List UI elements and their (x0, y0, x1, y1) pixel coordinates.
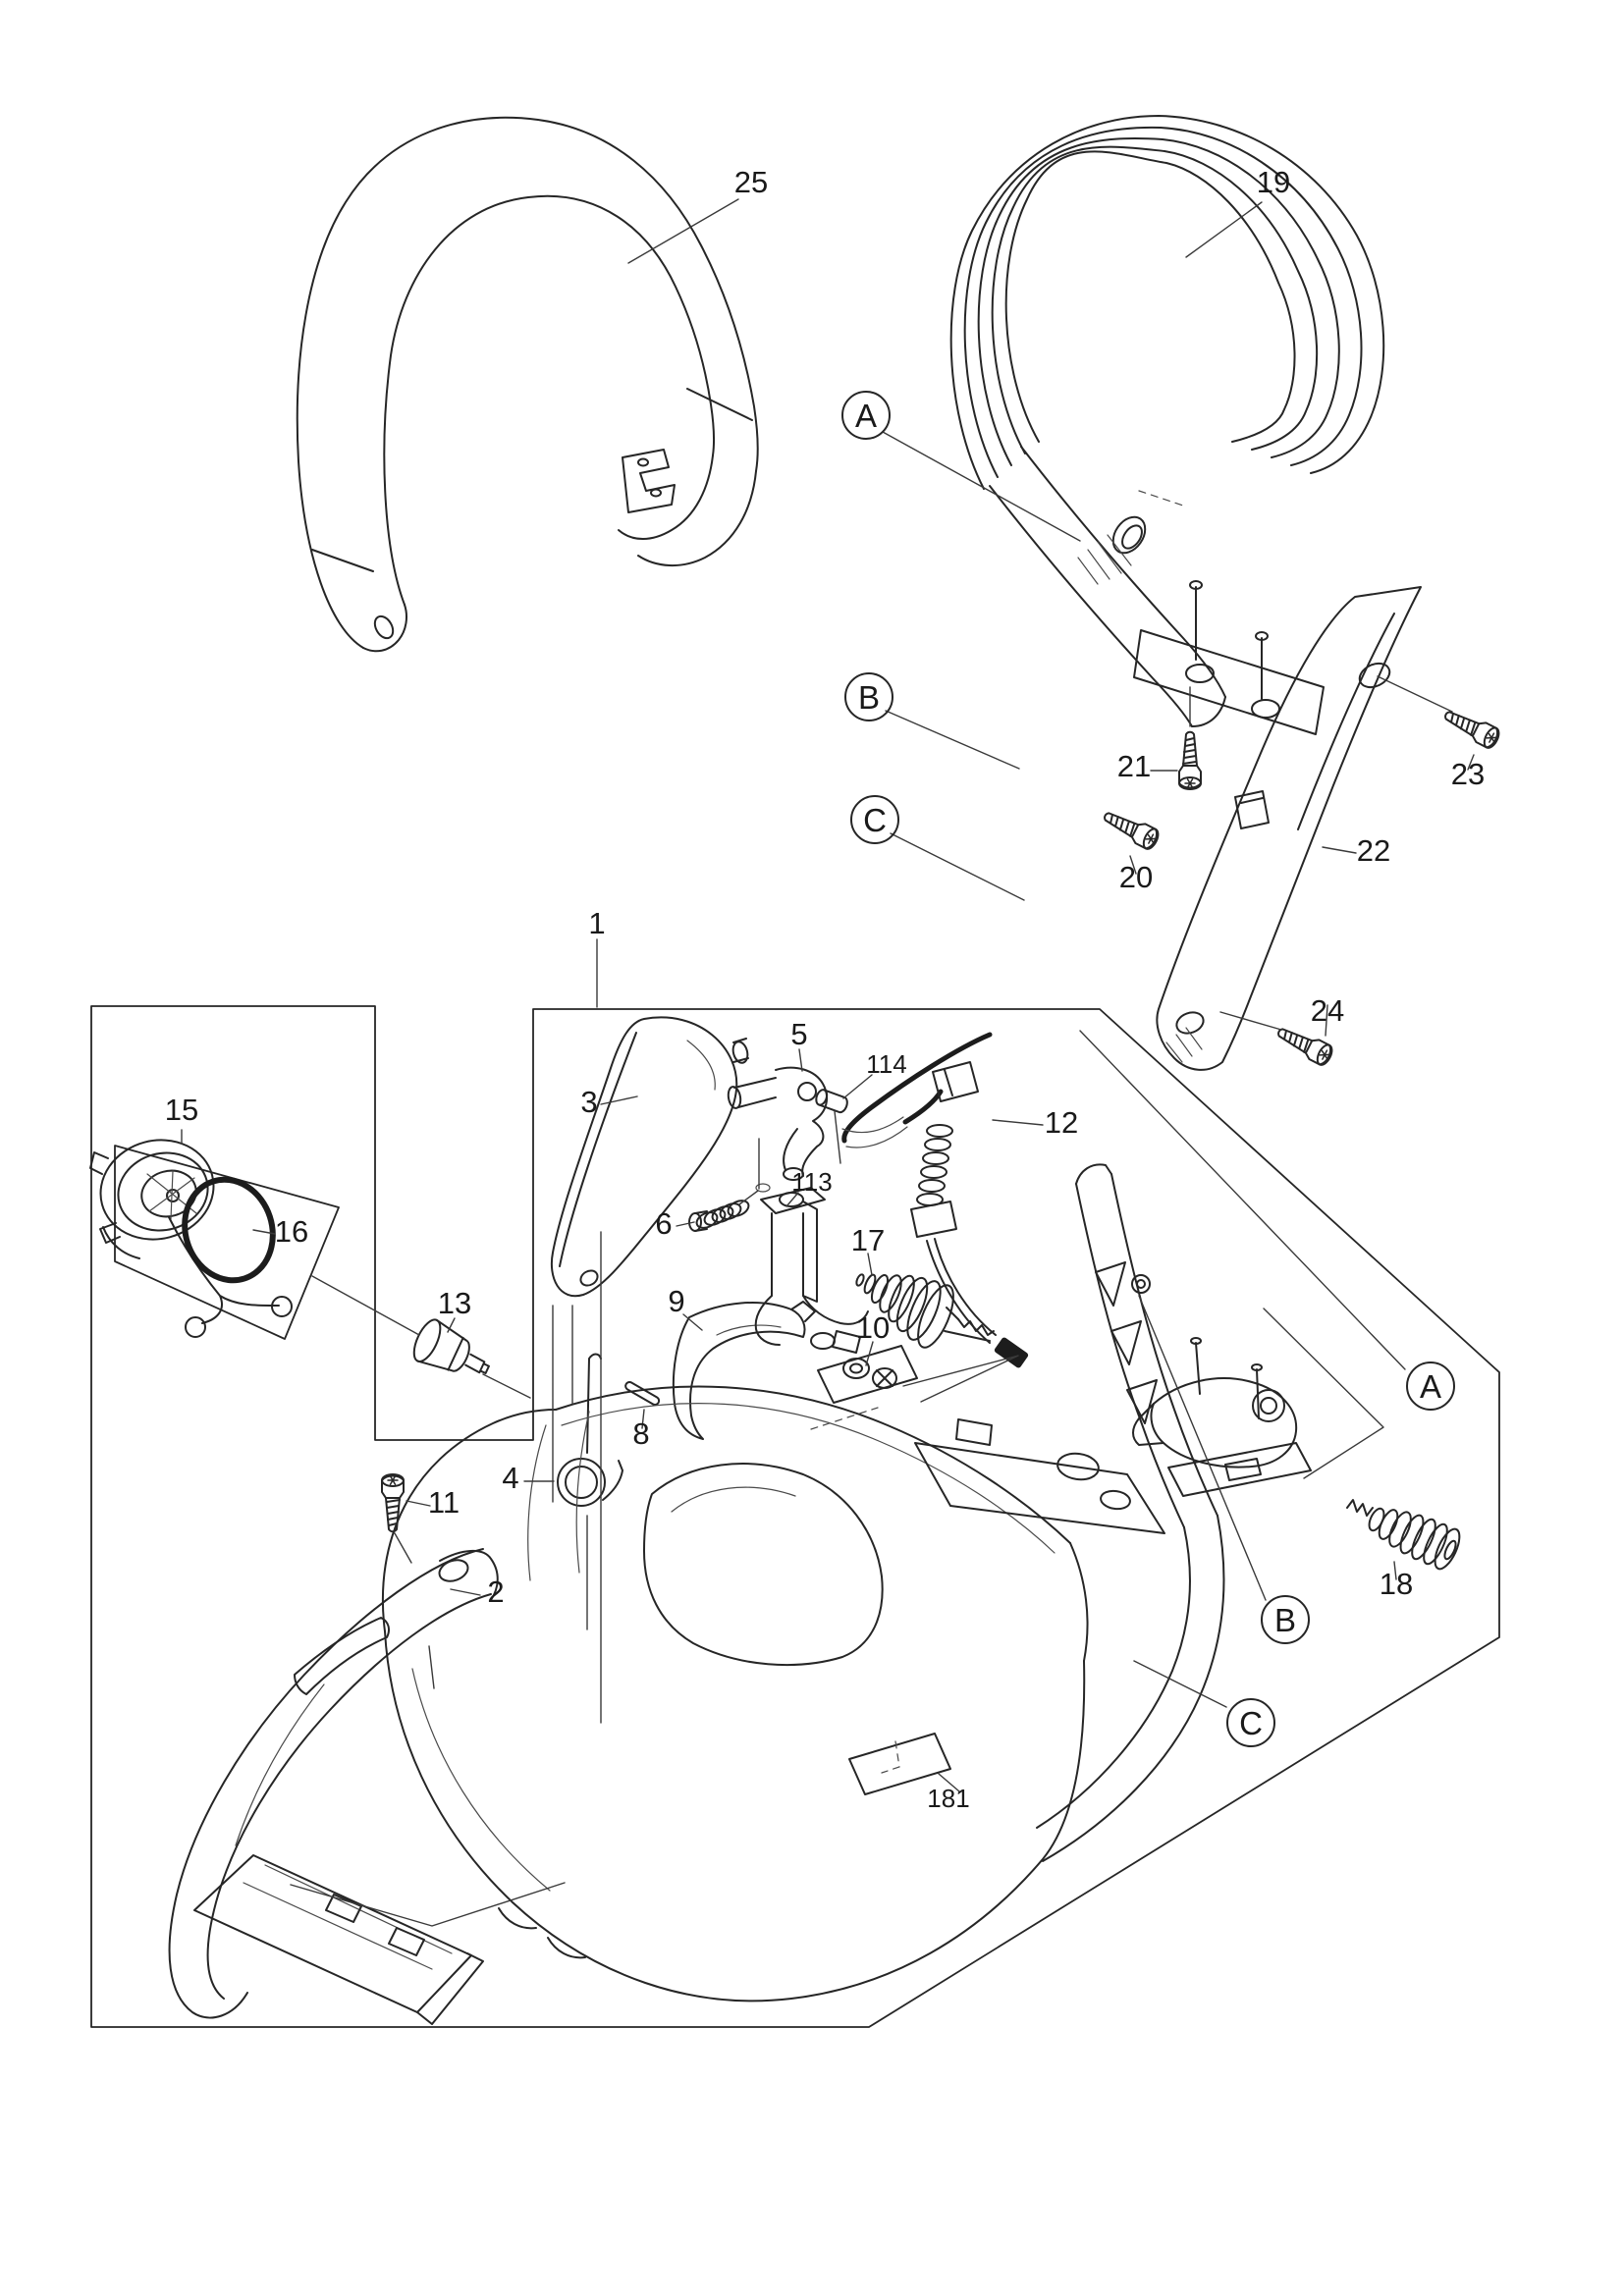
part-label-10: 10 (856, 1310, 890, 1345)
part-label-17: 17 (851, 1223, 885, 1257)
callout-a-3: A (1406, 1362, 1455, 1411)
part-label-4: 4 (502, 1461, 518, 1495)
svg-text:B: B (858, 679, 880, 716)
svg-text:B: B (1274, 1602, 1296, 1638)
part-label-113: 113 (791, 1167, 832, 1197)
part-label-2: 2 (487, 1575, 504, 1609)
part-label-21: 21 (1117, 749, 1151, 783)
part-label-114: 114 (866, 1049, 906, 1079)
svg-text:A: A (855, 398, 877, 434)
part-label-3: 3 (580, 1085, 597, 1119)
callout-b-4: B (1261, 1595, 1310, 1644)
part-113-bracket (754, 1187, 869, 1354)
part-22-handle-brace (1156, 586, 1422, 1071)
part-label-16: 16 (275, 1214, 308, 1249)
part-label-19: 19 (1257, 165, 1290, 199)
part-25-front-handle (296, 116, 759, 653)
main-housing-body (381, 1163, 1225, 2002)
part-label-1: 1 (588, 906, 605, 940)
rear-mount-bracket (1132, 1337, 1312, 1497)
leader-lines (181, 198, 1475, 1927)
callout-circles-layer: A B C A B C (841, 391, 1455, 1747)
part-17-cable-boot (855, 1273, 995, 1349)
callout-b-1: B (844, 672, 893, 721)
callout-a-0: A (841, 391, 891, 440)
part-19-rear-handle (949, 115, 1385, 735)
part-label-5: 5 (790, 1017, 807, 1051)
part-10-grommet-plate (817, 1345, 918, 1404)
svg-text:C: C (863, 802, 887, 838)
part-4-torsion-spring (557, 1353, 623, 1507)
part-label-9: 9 (668, 1284, 684, 1318)
part-label-18: 18 (1380, 1567, 1413, 1601)
part-label-20: 20 (1119, 860, 1153, 894)
part-12-throttle-cable (841, 1032, 1029, 1368)
part-15-fuel-cap (89, 1139, 293, 1338)
part-6-spring (688, 1200, 750, 1232)
part-16-o-ring (182, 1176, 276, 1284)
part-18-damper-plug (1346, 1499, 1461, 1571)
part-8-rod-pin (624, 1381, 661, 1406)
part-label-6: 6 (655, 1206, 672, 1241)
svg-text:C: C (1239, 1705, 1263, 1741)
part-label-12: 12 (1045, 1105, 1078, 1140)
part-label-15: 15 (165, 1093, 198, 1127)
part-label-24: 24 (1311, 993, 1344, 1028)
part-13-fuel-filter (412, 1318, 490, 1374)
part-label-181: 181 (927, 1784, 969, 1813)
callout-c-5: C (1226, 1698, 1275, 1747)
part-181-label-sticker (848, 1733, 951, 1795)
part-label-11: 11 (428, 1485, 460, 1520)
svg-text:A: A (1420, 1368, 1441, 1405)
callout-c-2: C (850, 795, 899, 844)
part-label-23: 23 (1451, 757, 1485, 791)
part-label-22: 22 (1357, 833, 1390, 868)
part-label-25: 25 (734, 165, 768, 199)
part-5-throttle-lever (727, 1066, 829, 1193)
part-label-8: 8 (632, 1416, 649, 1451)
part-label-13: 13 (438, 1286, 471, 1320)
